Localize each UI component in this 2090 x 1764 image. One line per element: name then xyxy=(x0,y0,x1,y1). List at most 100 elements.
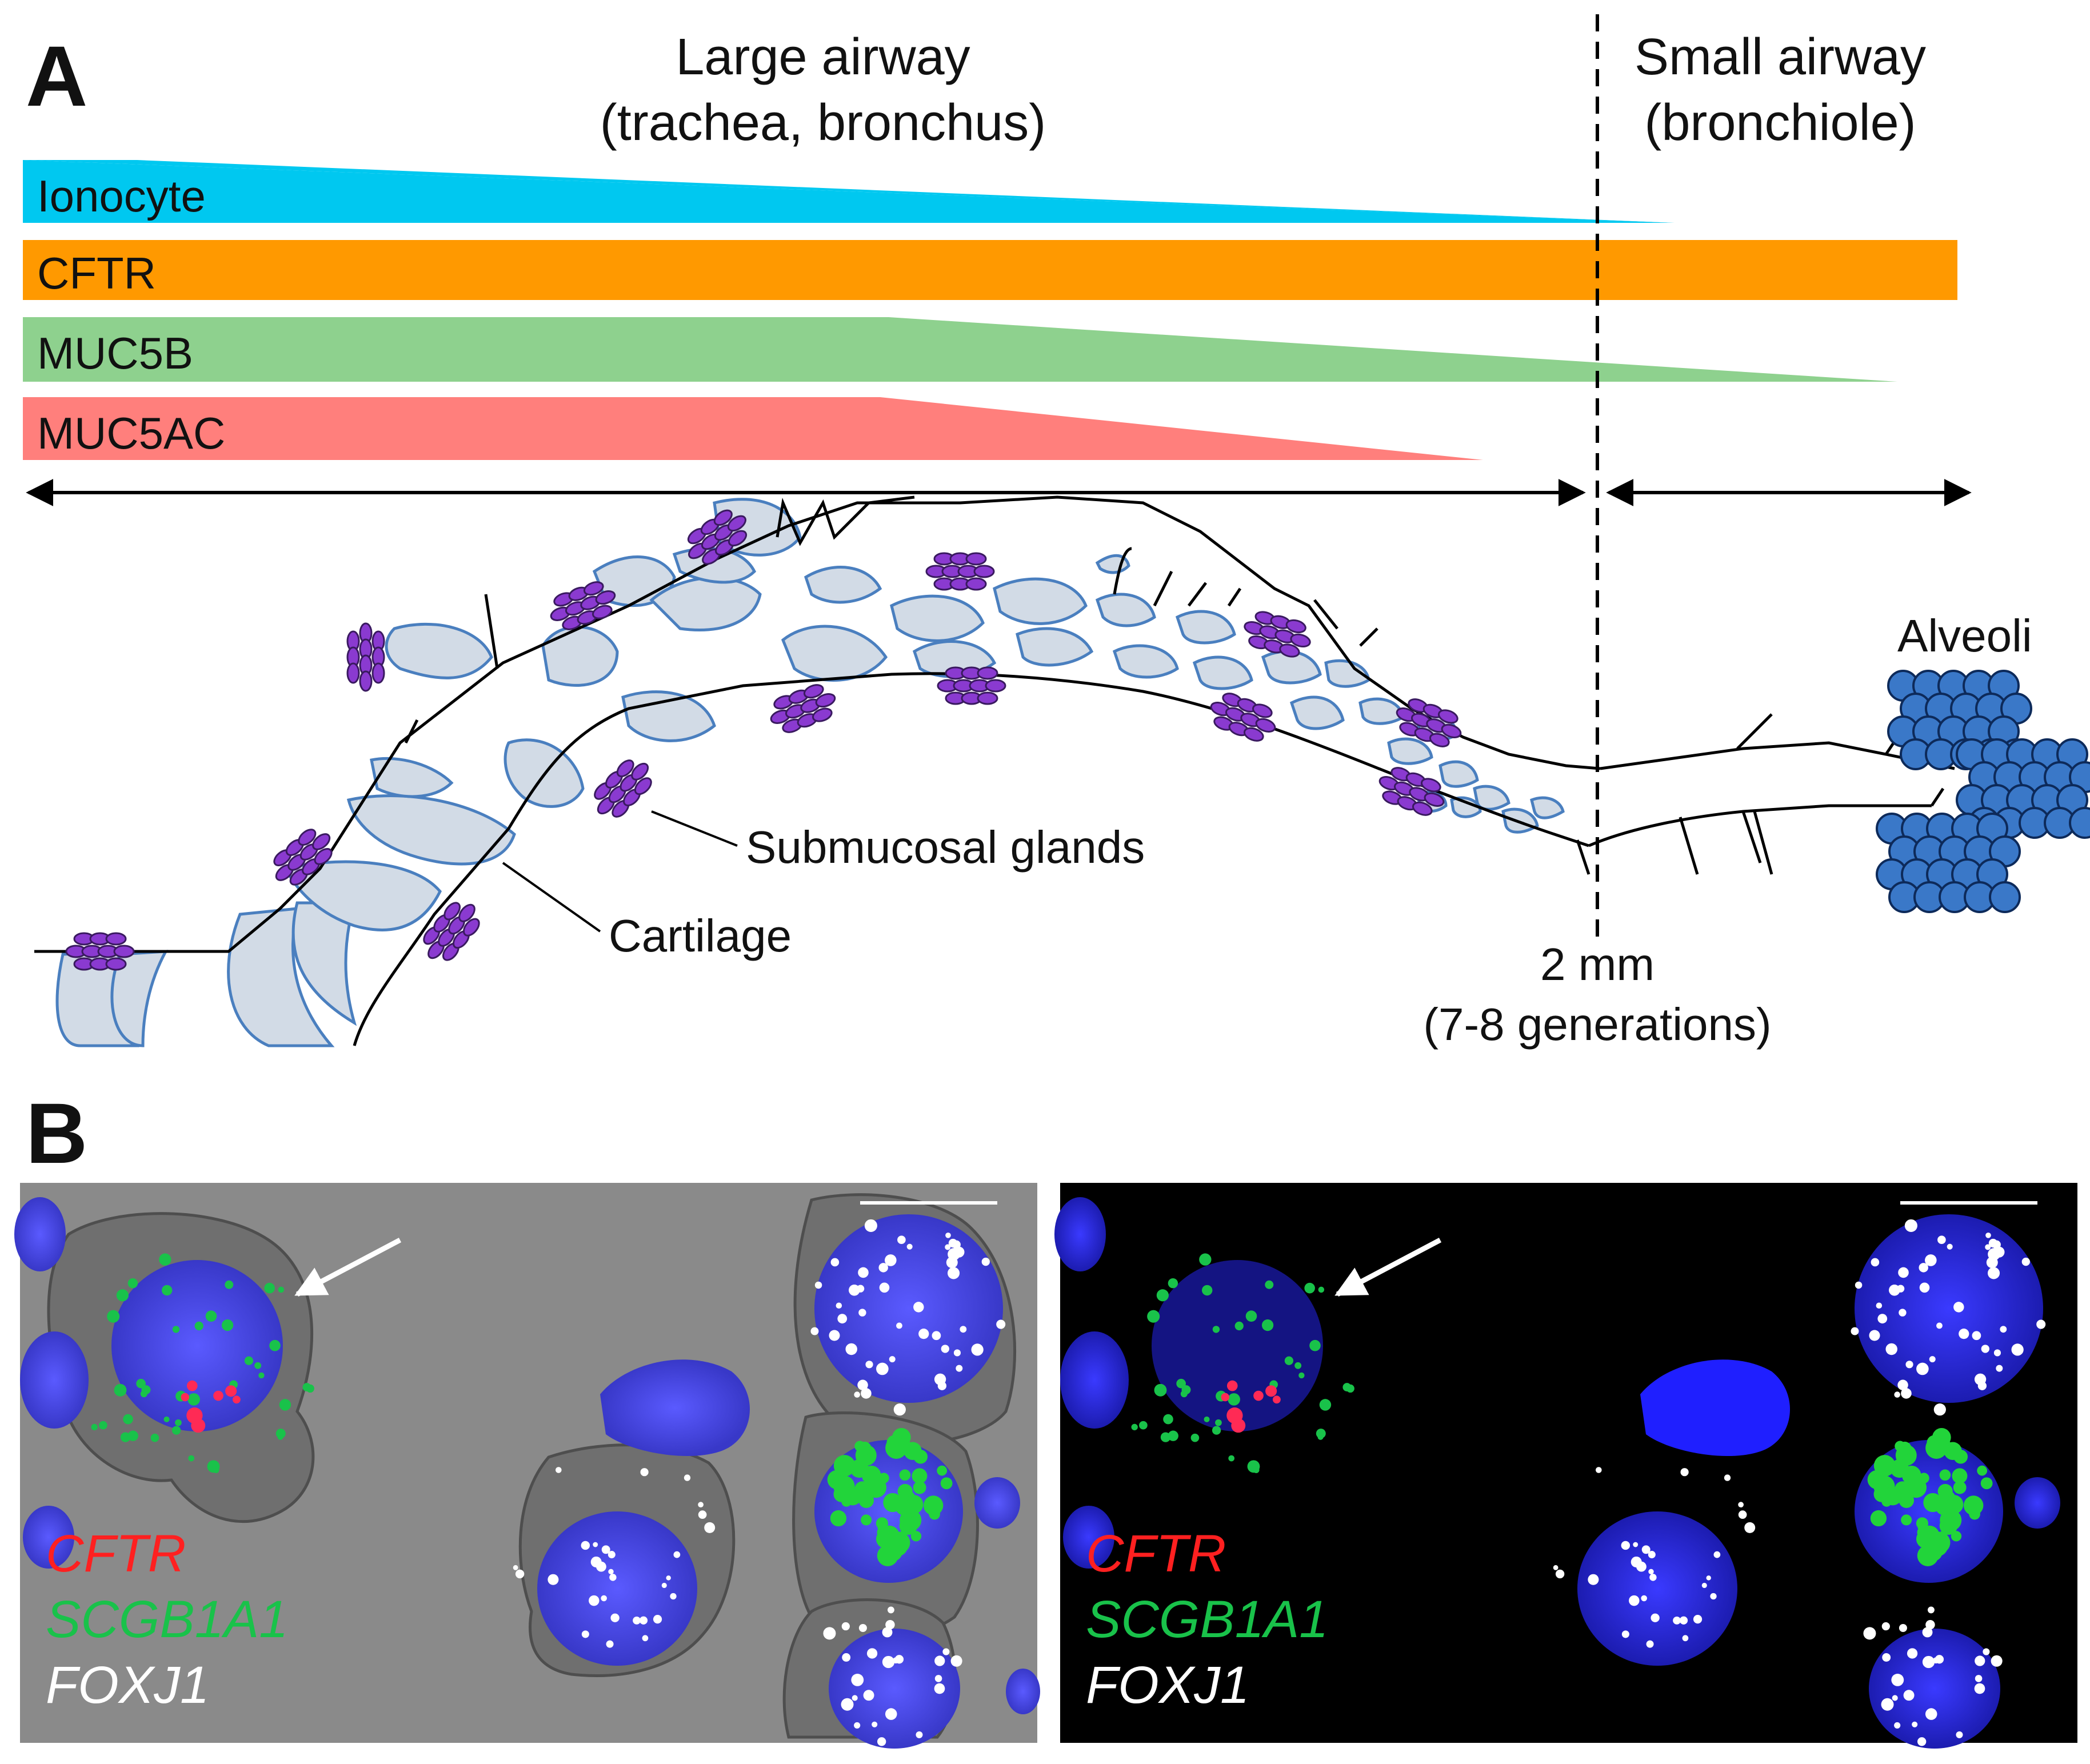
punctum xyxy=(269,1339,281,1351)
punctum xyxy=(213,1467,219,1473)
punctum xyxy=(698,1502,704,1508)
muc5b-label: MUC5B xyxy=(37,328,193,378)
punctum xyxy=(1633,1542,1639,1547)
punctum xyxy=(581,1541,590,1550)
punctum xyxy=(1870,1510,1887,1527)
punctum xyxy=(1738,1510,1747,1519)
punctum xyxy=(187,1393,200,1406)
punctum xyxy=(852,1695,858,1701)
punctum xyxy=(601,1595,607,1602)
punctum xyxy=(956,1365,963,1372)
gland xyxy=(1204,687,1282,747)
punctum xyxy=(1265,1385,1277,1397)
punctum xyxy=(159,1253,171,1266)
punctum xyxy=(814,1281,822,1289)
punctum xyxy=(861,1388,872,1399)
muc5ac-label: MUC5AC xyxy=(37,408,225,458)
punctum xyxy=(556,1467,562,1473)
punctum xyxy=(932,1331,941,1341)
large-airway-title: Large airway xyxy=(676,29,970,86)
punctum xyxy=(1927,1606,1935,1614)
punctum xyxy=(1738,1502,1744,1508)
punctum xyxy=(841,1622,850,1631)
punctum xyxy=(1176,1378,1186,1389)
punctum xyxy=(858,1441,872,1455)
cell-arrow-right xyxy=(1334,1238,1442,1297)
punctum xyxy=(1937,1235,1946,1245)
punctum xyxy=(1648,1569,1654,1575)
punctum xyxy=(882,1627,893,1638)
punctum xyxy=(923,1495,944,1515)
punctum xyxy=(1641,1545,1651,1554)
punctum xyxy=(107,1310,120,1323)
punctum xyxy=(858,1309,866,1317)
punctum xyxy=(161,1285,173,1296)
punctum xyxy=(833,1455,856,1477)
ionocyte-bar-top xyxy=(23,160,1675,223)
punctum xyxy=(1253,1467,1260,1473)
punctum xyxy=(1204,1416,1210,1422)
punctum xyxy=(1901,1388,1912,1399)
punctum xyxy=(912,1468,928,1484)
punctum xyxy=(1933,1403,1946,1416)
punctum xyxy=(1993,1349,2001,1357)
punctum xyxy=(1977,1465,1988,1476)
cartilage-plates xyxy=(55,498,1565,1047)
punctum xyxy=(1294,1362,1302,1369)
small-airway-subtitle: (bronchiole) xyxy=(1644,94,1916,151)
punctum xyxy=(1897,1379,1908,1390)
punctum xyxy=(1892,1695,1898,1701)
alveolus xyxy=(1989,881,2021,913)
ionocyte-label: Ionocyte xyxy=(37,171,206,221)
punctum xyxy=(1881,1698,1894,1711)
legend-foxj1-right: FOXJ1 xyxy=(1086,1656,1249,1714)
punctum xyxy=(1925,1619,1935,1630)
punctum xyxy=(1212,1326,1220,1333)
punctum xyxy=(1975,1655,1985,1666)
punctum xyxy=(205,1310,217,1322)
submucosal-glands xyxy=(65,502,1468,971)
punctum xyxy=(275,1429,286,1439)
punctum xyxy=(163,1416,170,1422)
punctum xyxy=(1928,1531,1951,1554)
punctum xyxy=(1916,1362,1929,1375)
punctum xyxy=(1284,1356,1294,1365)
punctum xyxy=(1925,1254,1937,1266)
punctum xyxy=(221,1319,234,1331)
punctum xyxy=(1919,1282,1930,1293)
punctum xyxy=(2000,1326,2007,1333)
punctum xyxy=(903,1499,918,1514)
punctum xyxy=(1894,1722,1901,1729)
punctum xyxy=(1641,1595,1647,1602)
punctum xyxy=(1245,1310,1257,1322)
punctum xyxy=(841,1698,854,1711)
punctum xyxy=(123,1414,133,1425)
punctum xyxy=(1985,1244,1991,1250)
gland xyxy=(1239,607,1316,662)
punctum xyxy=(661,1582,667,1589)
punctum xyxy=(1713,1551,1721,1558)
punctum xyxy=(889,1356,896,1363)
punctum xyxy=(1897,1285,1905,1293)
punctum xyxy=(2021,1257,2030,1266)
punctum xyxy=(1963,1495,1984,1515)
punctum xyxy=(186,1380,198,1391)
punctum xyxy=(653,1615,662,1624)
punctum xyxy=(548,1574,559,1585)
punctum xyxy=(857,1285,865,1293)
punctum xyxy=(810,1327,819,1335)
punctum xyxy=(1309,1339,1321,1351)
punctum xyxy=(116,1289,129,1302)
punctum xyxy=(1907,1648,1918,1659)
punctum xyxy=(1588,1574,1599,1585)
punctum xyxy=(1925,1437,1948,1459)
punctum xyxy=(1883,1486,1903,1506)
punctum xyxy=(906,1243,913,1250)
micrograph-overlay: CFTR SCGB1A1 FOXJ1 xyxy=(14,1183,1040,1749)
punctum xyxy=(858,1267,869,1278)
punctum xyxy=(1710,1593,1717,1600)
punctum xyxy=(845,1343,857,1355)
punctum xyxy=(1154,1383,1167,1397)
punctum xyxy=(1901,1514,1912,1526)
punctum xyxy=(279,1399,291,1411)
